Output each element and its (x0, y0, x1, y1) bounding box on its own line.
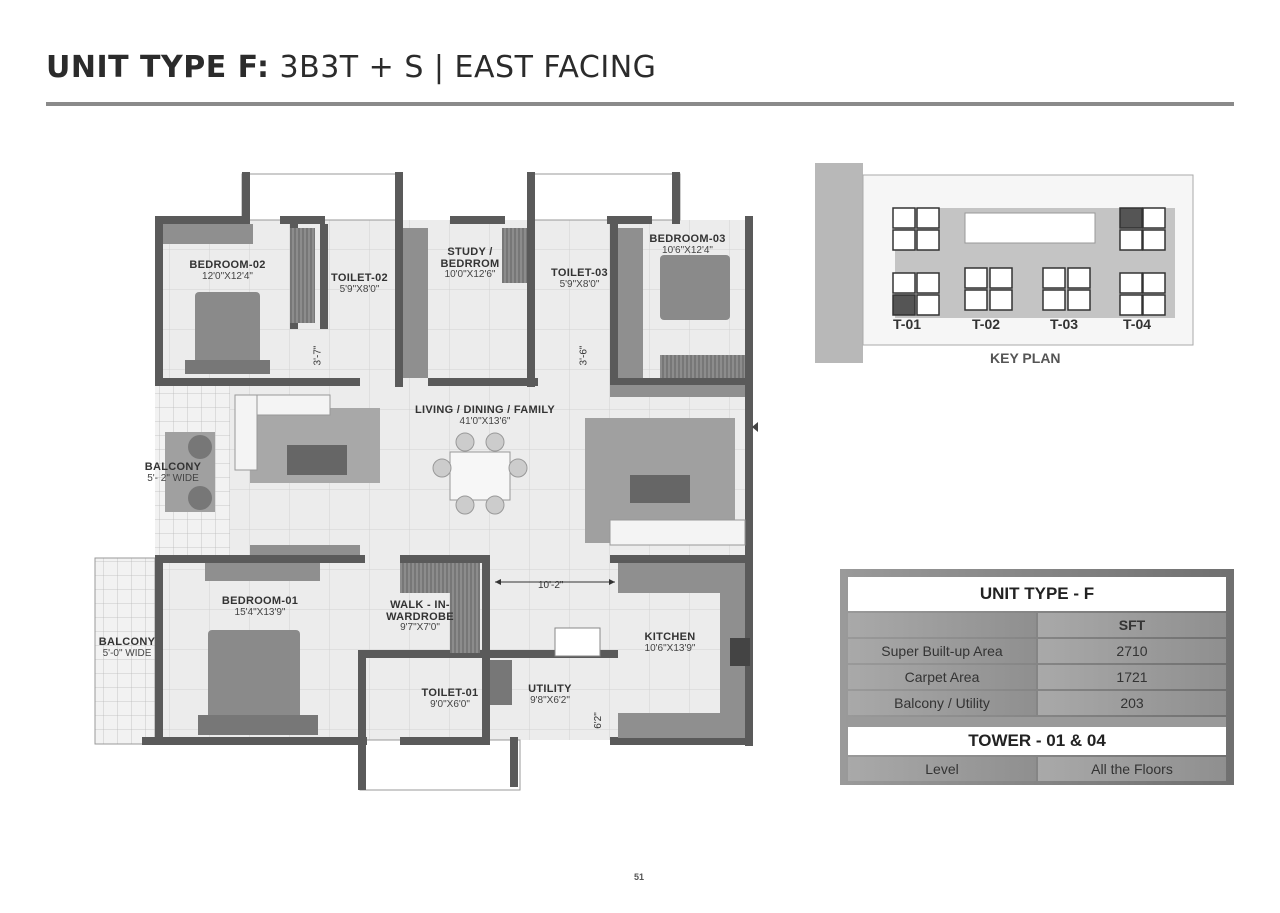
key-plan: T-01 T-02 T-03 T-04 (815, 163, 1245, 368)
table-header-row: SFT (848, 613, 1226, 637)
table-cell-label: Carpet Area (848, 665, 1036, 689)
tower-label-t03: T-03 (1050, 316, 1079, 332)
dim-label: 3'-6" (578, 345, 590, 366)
area-table: UNIT TYPE - F SFT Super Built-up Area 27… (840, 569, 1234, 785)
table-row: Super Built-up Area 2710 (848, 639, 1226, 663)
key-plan-label: KEY PLAN (990, 350, 1061, 366)
table-header-sft: SFT (1038, 613, 1226, 637)
title-config: 3B3T + S | EAST FACING (269, 50, 657, 85)
dim-label: 3'-7" (312, 345, 324, 366)
table-cell-label: Level (848, 757, 1036, 781)
table-cell (848, 613, 1036, 637)
table-cell-value: All the Floors (1038, 757, 1226, 781)
table-cell-label: Balcony / Utility (848, 691, 1036, 715)
table-cell-value: 1721 (1038, 665, 1226, 689)
table-row: Carpet Area 1721 (848, 665, 1226, 689)
table-cell-label: Super Built-up Area (848, 639, 1036, 663)
floor-plan-drawing (94, 172, 758, 791)
area-table-title: UNIT TYPE - F (848, 577, 1226, 611)
title-unit-type: UNIT TYPE F: (46, 50, 270, 85)
table-spacer (848, 717, 1226, 727)
key-plan-drawing (815, 163, 1194, 363)
dim-label: 10'-2" (538, 580, 564, 591)
table-row: Balcony / Utility 203 (848, 691, 1226, 715)
tower-title: TOWER - 01 & 04 (848, 727, 1226, 755)
tower-label-t04: T-04 (1123, 316, 1152, 332)
table-cell-value: 2710 (1038, 639, 1226, 663)
table-row-level: Level All the Floors (848, 757, 1226, 781)
page-title: UNIT TYPE F: 3B3T + S | EAST FACING (46, 50, 656, 85)
page-number: 51 (634, 872, 645, 882)
title-divider (46, 102, 1234, 106)
tower-label-t01: T-01 (893, 316, 922, 332)
tower-label-t02: T-02 (972, 316, 1001, 332)
table-cell-value: 203 (1038, 691, 1226, 715)
dim-label: 6'2" (592, 712, 604, 729)
